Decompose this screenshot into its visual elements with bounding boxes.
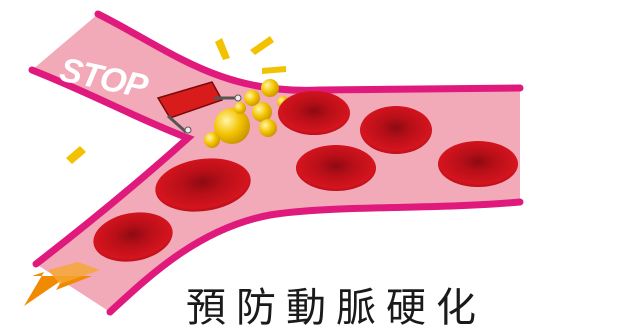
blood-cell xyxy=(438,141,518,187)
blood-cell xyxy=(360,106,432,154)
caption-title: 預防動脈硬化 xyxy=(186,285,636,331)
blood-cell xyxy=(278,91,350,135)
blood-cell xyxy=(296,145,376,191)
